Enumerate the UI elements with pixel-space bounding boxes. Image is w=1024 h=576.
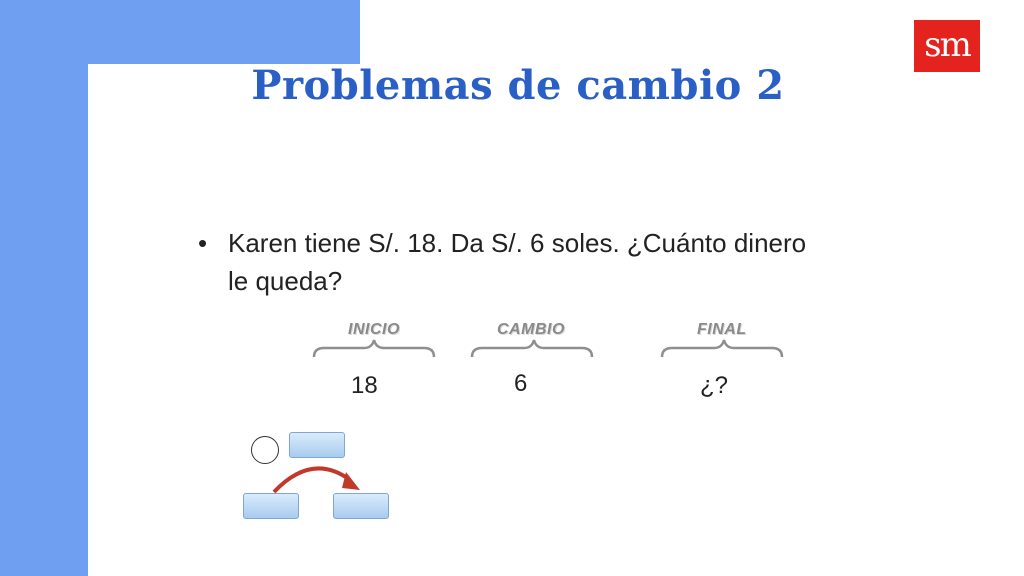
slide-card xyxy=(88,64,1024,576)
change-box xyxy=(289,432,345,458)
label-cambio: CAMBIO xyxy=(497,321,565,338)
value-inicio: 18 xyxy=(351,372,378,399)
operator-circle xyxy=(251,436,279,464)
slide-title: Problemas de cambio 2 xyxy=(251,62,785,109)
left-accent-bar xyxy=(0,0,88,576)
bullet-dot: • xyxy=(198,228,208,258)
brace-inicio xyxy=(312,339,436,358)
sm-logo: sm xyxy=(914,20,980,72)
brace-cambio xyxy=(470,339,594,358)
label-final: FINAL xyxy=(697,321,747,338)
brace-final xyxy=(660,339,784,358)
value-final: ¿? xyxy=(700,372,729,399)
start-box xyxy=(243,493,299,519)
problem-text: Karen tiene S/. 18. Da S/. 6 soles. ¿Cuá… xyxy=(228,228,807,296)
label-inicio: INICIO xyxy=(348,321,400,338)
result-box xyxy=(333,493,389,519)
top-accent-bar xyxy=(0,0,360,64)
value-cambio: 6 xyxy=(514,370,528,397)
